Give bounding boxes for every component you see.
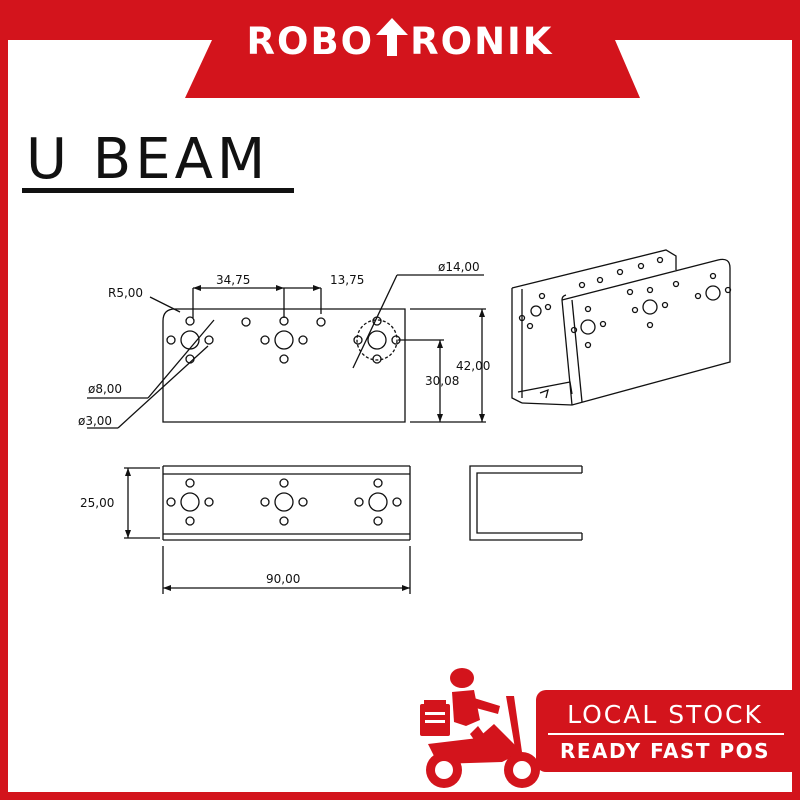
brand-name-right: RONIK [410,20,554,63]
brand-banner [0,0,800,98]
flat-view [87,274,486,429]
local-stock-badge [536,690,792,772]
up-arrow-icon [376,18,409,56]
page-title: U BEAM [26,127,270,192]
end-view [469,465,583,541]
dim-height-total: 42,00 [456,359,490,373]
dim-height-inner: 30,08 [425,374,459,388]
delivery-scooter-icon [420,668,540,788]
dim-length: 90,00 [266,572,300,586]
brand-name-left: ROBO [246,20,375,63]
dimension-arrows [125,285,485,591]
dim-big-circle: ø14,00 [438,260,480,274]
badge-line-2: READY FAST POS [559,739,771,763]
badge-line-1: LOCAL STOCK [567,700,763,729]
side-view [124,465,411,594]
dim-hole-offset: 13,75 [330,273,364,287]
dim-width: 25,00 [80,496,114,510]
title-underline [22,188,294,193]
badge-divider [548,733,784,735]
brand-logo: ROBO RONIK [0,14,800,70]
dim-hole-large: ø8,00 [88,382,122,396]
dim-hole-small: ø3,00 [78,414,112,428]
dim-hole-spacing: 34,75 [216,273,250,287]
dim-radius: R5,00 [108,286,143,300]
isometric-view [511,249,732,406]
